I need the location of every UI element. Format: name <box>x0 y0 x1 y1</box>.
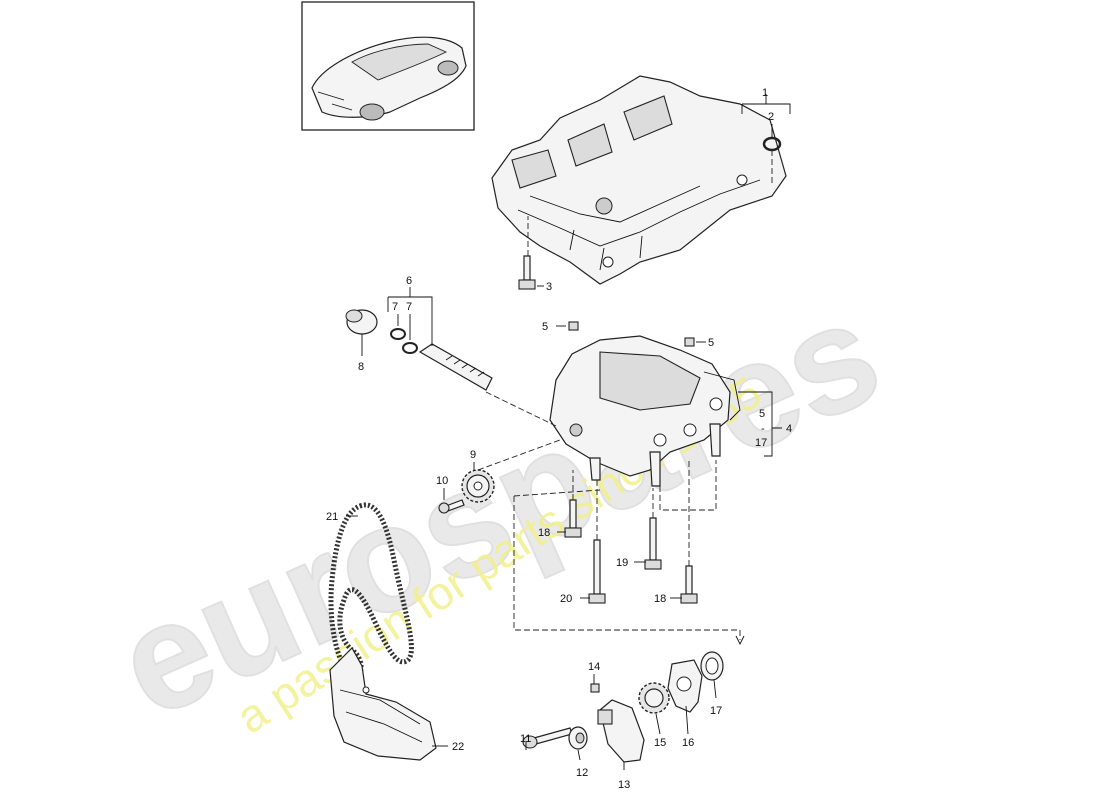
car-icon <box>311 36 467 121</box>
bolt-20 <box>588 539 606 604</box>
callout-3: 3 <box>546 281 552 293</box>
drive-shaft <box>418 343 493 391</box>
plug-14 <box>590 683 600 693</box>
callout-1: 1 <box>762 87 768 99</box>
bolt-18-right <box>680 565 698 604</box>
callout-18-right: 18 <box>654 593 666 605</box>
callouts: 1 2 3 4 5 5 5 - 17 6 7 7 8 9 10 11 12 13… <box>326 87 792 791</box>
callout-16: 16 <box>682 737 694 749</box>
assembly-lines <box>477 150 773 646</box>
cap-part-8 <box>345 309 378 335</box>
callout-2: 2 <box>768 111 774 123</box>
washer-12 <box>568 726 588 750</box>
callout-14: 14 <box>588 661 600 673</box>
callout-5-top: 5 <box>542 321 548 333</box>
callout-21: 21 <box>326 511 338 523</box>
callout-7-b: 7 <box>406 301 412 313</box>
callout-17: 17 <box>710 705 722 717</box>
callout-20: 20 <box>560 593 572 605</box>
callout-5-range: 5 <box>759 408 765 420</box>
vehicle-thumbnail <box>301 1 475 131</box>
callout-4: 4 <box>786 423 792 435</box>
bolt-19 <box>644 517 662 570</box>
oil-pump-body <box>549 335 741 487</box>
callout-18-left: 18 <box>538 527 550 539</box>
callout-22: 22 <box>452 741 464 753</box>
callout-12: 12 <box>576 767 588 779</box>
callout-5-right: 5 <box>708 337 714 349</box>
bolt-10 <box>438 499 465 514</box>
plug-5-right <box>684 337 695 347</box>
o-rings <box>390 328 418 354</box>
callout-6: 6 <box>406 275 412 287</box>
chain-tensioner-13 <box>597 699 645 763</box>
watermark-brand: eurospares <box>95 267 902 749</box>
seal-17 <box>700 651 724 681</box>
callout-10: 10 <box>436 475 448 487</box>
callout-9: 9 <box>470 449 476 461</box>
gasket-16 <box>667 659 703 713</box>
drive-chain-21 <box>328 502 414 679</box>
gear-15 <box>638 682 670 714</box>
chain-guard-22 <box>329 647 437 761</box>
callout-19: 19 <box>616 557 628 569</box>
callout-11: 11 <box>520 733 531 745</box>
oil-baffle-housing <box>491 75 787 285</box>
callout-15: 15 <box>654 737 666 749</box>
plug-5-top <box>568 321 579 331</box>
callout-8: 8 <box>358 361 364 373</box>
bolt-11 <box>522 727 573 749</box>
leader-lines <box>346 94 791 770</box>
bolt-3 <box>518 255 536 290</box>
callout-13: 13 <box>618 779 630 791</box>
callout-7-a: 7 <box>392 301 398 313</box>
bolt-18-left <box>564 499 582 538</box>
sprocket-9 <box>461 469 495 503</box>
callout-range-dash: - <box>761 423 765 435</box>
watermark: eurospares a passion for parts since 198… <box>94 266 903 750</box>
callout-17-range: 17 <box>755 437 767 449</box>
